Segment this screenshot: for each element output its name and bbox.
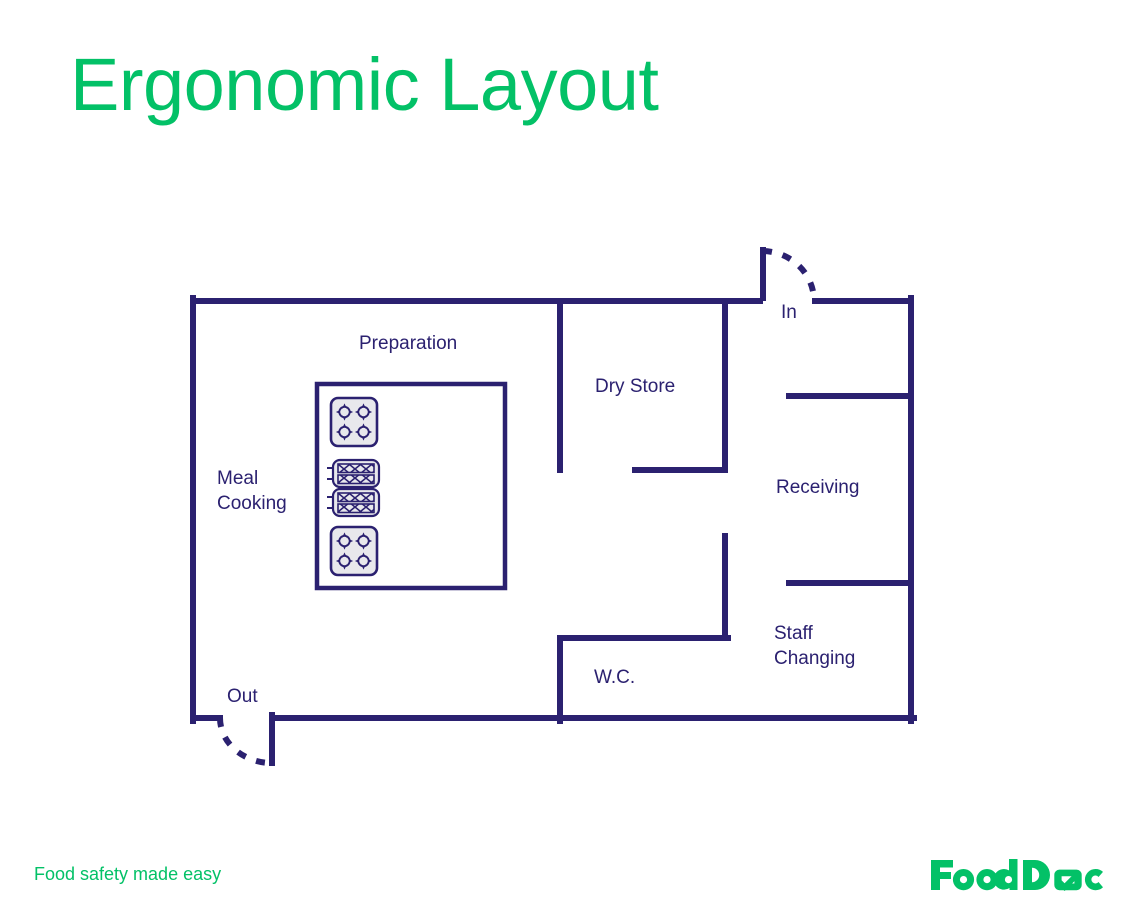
room-label-preparation: Preparation: [359, 333, 457, 354]
room-label-wc: W.C.: [594, 667, 635, 688]
footer-tagline: Food safety made easy: [34, 864, 222, 884]
equipment-stove-top: [331, 398, 377, 446]
equipment-griddle-lower: [325, 487, 381, 518]
equipment-griddle-upper: [325, 458, 381, 489]
door-swing-arcs: [217, 248, 817, 766]
room-label-meal-cooking-line1: Meal: [217, 468, 258, 489]
cooking-counter-block: [314, 381, 508, 591]
door-out-swing-arc: [217, 717, 272, 766]
door-in-swing-arc: [762, 248, 817, 302]
room-label-meal-cooking-line2: Cooking: [217, 493, 287, 514]
room-label-receiving: Receiving: [776, 477, 859, 498]
interior-walls: [557, 298, 914, 724]
door-label-out: Out: [227, 686, 258, 707]
room-label-staff-changing-line2: Changing: [774, 648, 855, 669]
door-label-in: In: [781, 302, 797, 323]
equipment-stove-bottom: [331, 527, 377, 575]
page-title: Ergonomic Layout: [70, 43, 659, 126]
room-label-dry-store: Dry Store: [595, 376, 675, 397]
brand-logo-fooddocs: [929, 858, 1105, 892]
outer-walls: [190, 247, 917, 766]
room-label-staff-changing-line1: Staff: [774, 623, 813, 644]
